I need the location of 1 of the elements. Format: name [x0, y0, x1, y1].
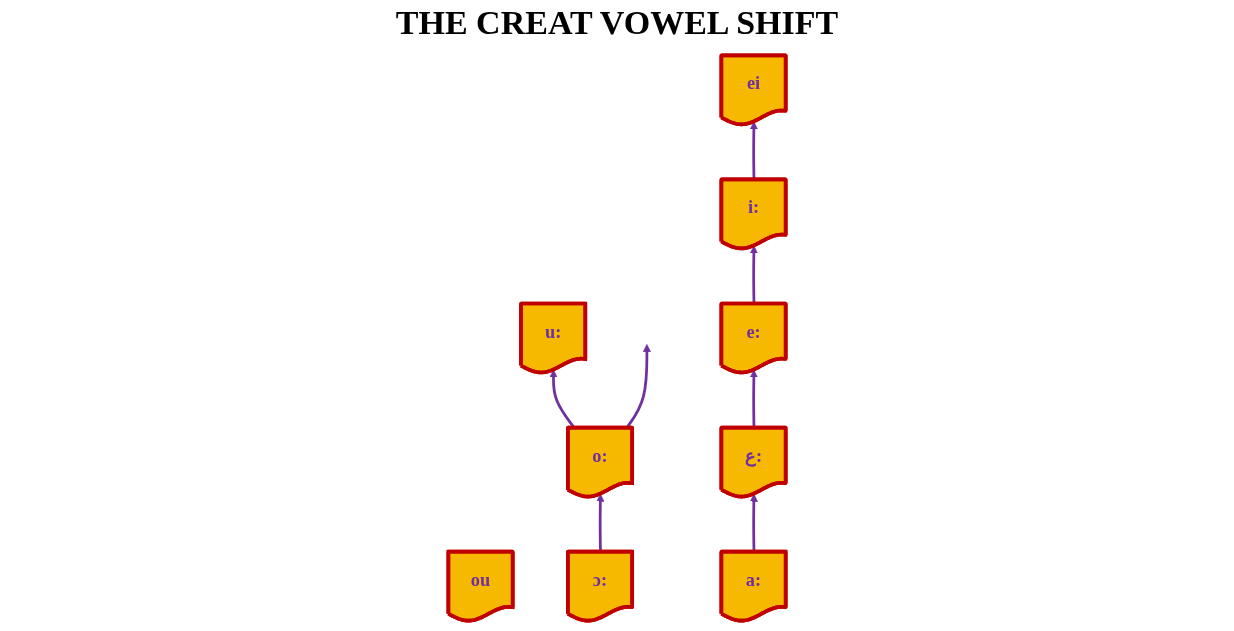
- diagram-title: THE CREAT VOWEL SHIFT: [394, 4, 840, 42]
